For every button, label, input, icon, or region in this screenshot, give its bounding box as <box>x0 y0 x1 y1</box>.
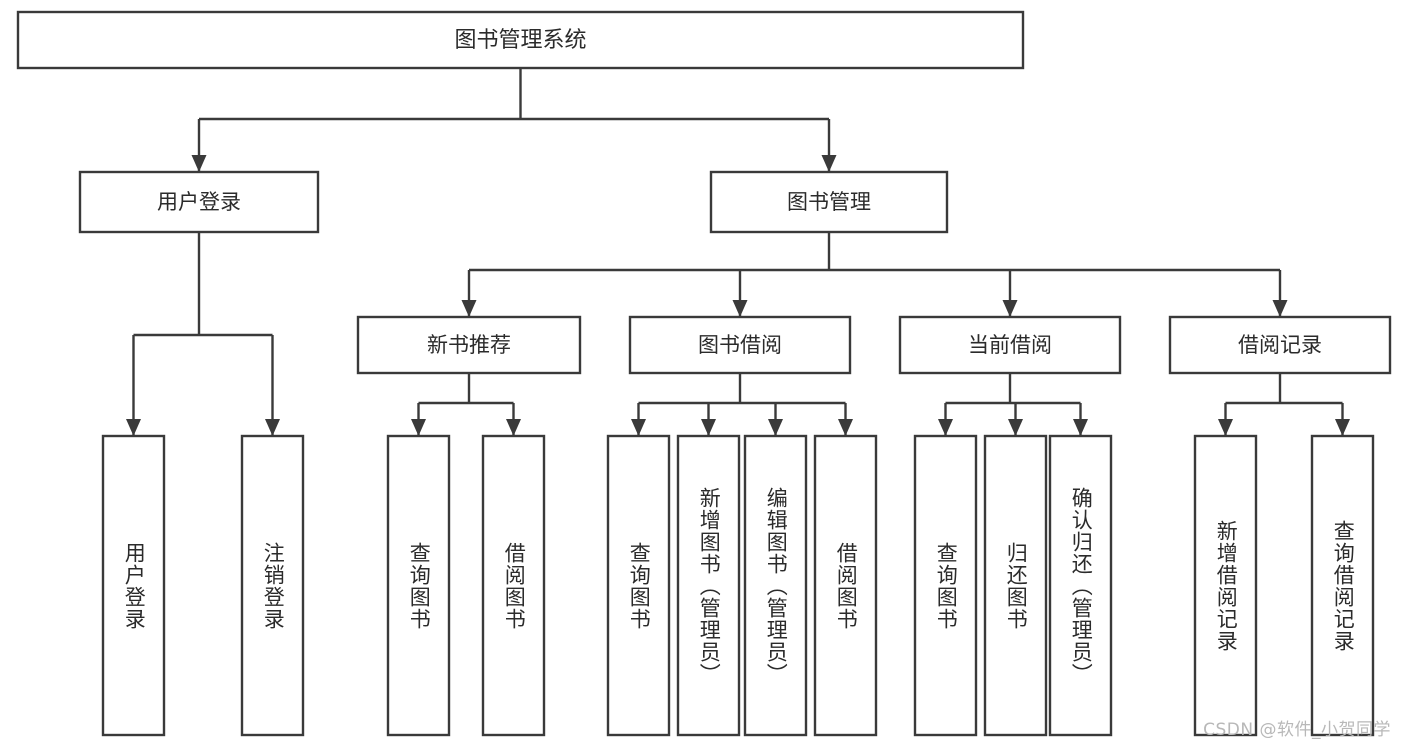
node-box-current-borrow[interactable] <box>898 315 1122 375</box>
arrow-head-icon <box>411 419 426 436</box>
node-borrow-book-2[interactable] <box>813 434 878 737</box>
arrow-head-icon <box>1008 419 1023 436</box>
node-box-user-login-do[interactable] <box>101 434 166 737</box>
arrow-head-icon <box>938 419 953 436</box>
arrow-head-icon <box>1335 419 1350 436</box>
node-box-new-book-rec[interactable] <box>356 315 582 375</box>
connector-layer <box>126 68 1350 436</box>
node-box-user-logout[interactable] <box>240 434 305 737</box>
node-add-borrow-record[interactable] <box>1193 434 1258 737</box>
node-user-login-do[interactable] <box>101 434 166 737</box>
node-query-borrow-record[interactable] <box>1310 434 1375 737</box>
arrow-head-icon <box>461 300 477 317</box>
arrow-head-icon <box>768 419 783 436</box>
node-user-logout[interactable] <box>240 434 305 737</box>
arrow-head-icon <box>1002 300 1018 317</box>
node-user-login[interactable]: 用户登录 <box>78 170 320 234</box>
arrow-head-icon <box>732 300 748 317</box>
node-box-query-book-3[interactable] <box>913 434 978 737</box>
arrow-head-icon <box>126 419 141 436</box>
node-current-borrow[interactable]: 当前借阅 <box>898 315 1122 375</box>
node-box-add-borrow-record[interactable] <box>1193 434 1258 737</box>
node-borrow-record[interactable]: 借阅记录 <box>1168 315 1392 375</box>
node-book-borrow[interactable]: 图书借阅 <box>628 315 852 375</box>
node-root[interactable]: 图书管理系统 <box>16 10 1025 70</box>
arrow-head-icon <box>1073 419 1088 436</box>
node-box-book-manage[interactable] <box>709 170 949 234</box>
node-add-book[interactable] <box>676 434 741 737</box>
node-query-book-2[interactable] <box>606 434 671 737</box>
node-query-book-3[interactable] <box>913 434 978 737</box>
node-edit-book[interactable] <box>743 434 808 737</box>
node-box-query-borrow-record[interactable] <box>1310 434 1375 737</box>
node-query-book-1[interactable] <box>386 434 451 737</box>
node-box-confirm-return[interactable] <box>1048 434 1113 737</box>
node-label-current-borrow: 当前借阅 <box>968 333 1052 357</box>
node-box-borrow-record[interactable] <box>1168 315 1392 375</box>
node-return-book[interactable] <box>983 434 1048 737</box>
node-label-user-login: 用户登录 <box>157 190 241 214</box>
node-book-manage[interactable]: 图书管理 <box>709 170 949 234</box>
node-label-root: 图书管理系统 <box>454 28 586 53</box>
node-new-book-rec[interactable]: 新书推荐 <box>356 315 582 375</box>
arrow-head-icon <box>191 155 207 172</box>
node-box-root[interactable] <box>16 10 1025 70</box>
node-box-edit-book[interactable] <box>743 434 808 737</box>
node-borrow-book-1[interactable] <box>481 434 546 737</box>
arrow-head-icon <box>506 419 521 436</box>
node-box-borrow-book-2[interactable] <box>813 434 878 737</box>
arrow-head-icon <box>631 419 646 436</box>
arrow-head-icon <box>838 419 853 436</box>
csdn-watermark: CSDN @软件_小贺同学 <box>1203 720 1391 740</box>
node-box-book-borrow[interactable] <box>628 315 852 375</box>
arrow-head-icon <box>701 419 716 436</box>
node-box-return-book[interactable] <box>983 434 1048 737</box>
arrow-head-icon <box>821 155 837 172</box>
arrow-head-icon <box>265 419 280 436</box>
node-box-query-book-2[interactable] <box>606 434 671 737</box>
node-box-add-book[interactable] <box>676 434 741 737</box>
node-box-borrow-book-1[interactable] <box>481 434 546 737</box>
node-box-query-book-1[interactable] <box>386 434 451 737</box>
node-label-book-borrow: 图书借阅 <box>698 333 782 357</box>
node-label-borrow-record: 借阅记录 <box>1238 333 1322 357</box>
node-box-user-login[interactable] <box>78 170 320 234</box>
node-confirm-return[interactable] <box>1048 434 1113 737</box>
arrow-head-icon <box>1218 419 1233 436</box>
arrow-head-icon <box>1272 300 1288 317</box>
node-label-book-manage: 图书管理 <box>787 190 871 214</box>
node-label-new-book-rec: 新书推荐 <box>427 333 511 357</box>
